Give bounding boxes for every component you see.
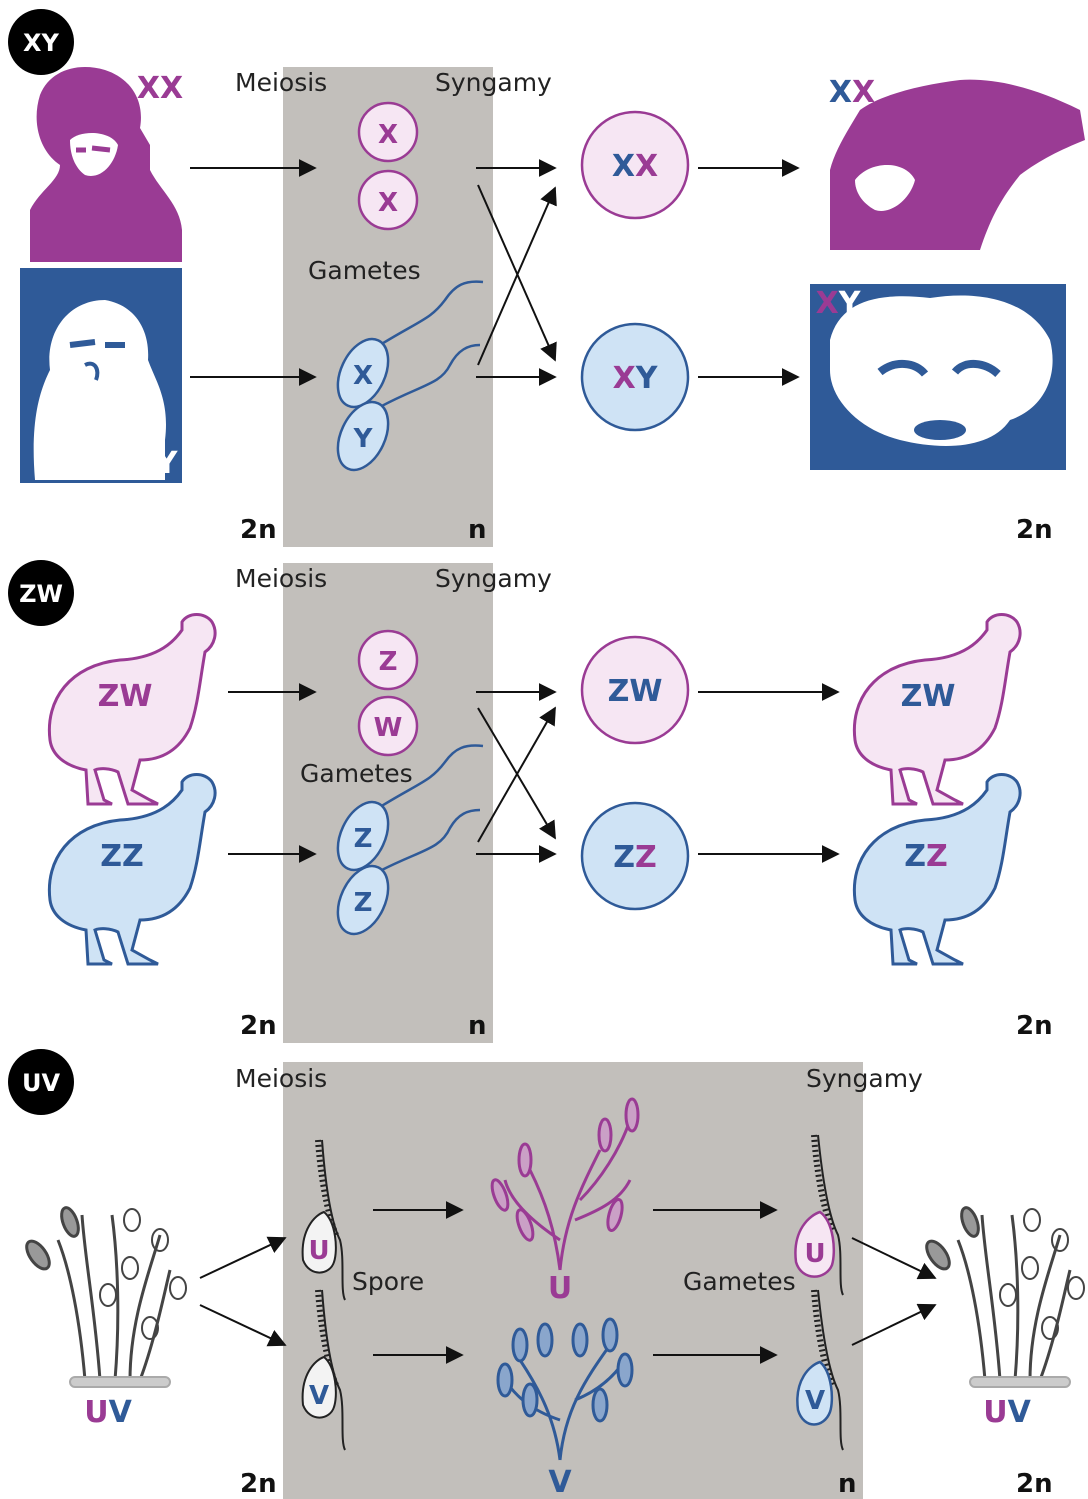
offspring-sporophyte-icon [922, 1206, 1084, 1387]
offspring-male-genotype: ZZ [904, 839, 948, 874]
gamete-1-label: U [804, 1239, 825, 1269]
arrow [200, 1238, 285, 1278]
xy-badge-label: XY [23, 29, 60, 57]
zygote-male-genotype: XY [613, 361, 659, 396]
egg-2-label: X [378, 188, 398, 218]
gametes-label: Gametes [308, 256, 421, 285]
zygote-female-genotype: ZW [608, 674, 663, 709]
spore-1-label: U [308, 1236, 329, 1266]
parent-male-genotype: ZZ [100, 839, 144, 874]
arrow [852, 1305, 935, 1345]
ploidy-label: n [468, 1011, 487, 1041]
ploidy-label: 2n [240, 1469, 277, 1499]
syngamy-label: Syngamy [435, 564, 552, 593]
sperm-2-label: Y [353, 424, 374, 454]
male-gametophyte-label: V [548, 1465, 572, 1499]
parent-female-genotype: ZW [98, 679, 153, 714]
parent-genotype: UV [84, 1395, 132, 1430]
female-gametophyte-label: U [548, 1271, 572, 1306]
offspring-female-genotype: XX [829, 75, 875, 110]
zygote-male-genotype: ZZ [613, 840, 657, 875]
zw-badge-label: ZW [19, 580, 63, 608]
arrow [200, 1305, 285, 1345]
sperm-1-label: X [353, 361, 373, 391]
zygote-female-genotype: XX [612, 149, 658, 184]
spore-label: Spore [352, 1267, 424, 1296]
gametes-label: Gametes [300, 759, 413, 788]
sporophyte-icon [22, 1206, 186, 1387]
uv-section: UV Meiosis Syngamy Spore Gametes UV [8, 1049, 1084, 1499]
spore-2-label: V [309, 1381, 329, 1411]
meiosis-label: Meiosis [235, 68, 327, 97]
ploidy-label: n [468, 515, 487, 545]
syngamy-label: Syngamy [435, 68, 552, 97]
egg-1-label: X [378, 120, 398, 150]
parent-male-genotype: XY [133, 446, 179, 481]
gametes-label: Gametes [683, 1267, 796, 1296]
egg-1-label: Z [379, 647, 398, 677]
offspring-genotype: UV [983, 1395, 1031, 1430]
sperm-1-label: Z [354, 824, 373, 854]
syngamy-label: Syngamy [806, 1064, 923, 1093]
sperm-2-label: Z [354, 888, 373, 918]
meiosis-label: Meiosis [235, 564, 327, 593]
offspring-male-genotype: XY [816, 286, 862, 321]
egg-2-label: W [374, 713, 403, 743]
xy-section: XY Meiosis Syngamy Gametes XX XY X X X [8, 9, 1085, 547]
ploidy-label: 2n [240, 1011, 277, 1041]
ploidy-label: 2n [1016, 1011, 1053, 1041]
parent-female-genotype: XX [137, 71, 183, 106]
zw-section: ZW Meiosis Syngamy Gametes ZW ZZ Z W Z Z [8, 560, 1053, 1043]
offspring-female-genotype: ZW [901, 679, 956, 714]
ploidy-label: n [838, 1469, 857, 1499]
arrow [852, 1238, 935, 1278]
gamete-2-label: V [805, 1386, 825, 1416]
ploidy-label: 2n [240, 515, 277, 545]
meiosis-label: Meiosis [235, 1064, 327, 1093]
ploidy-label: 2n [1016, 1469, 1053, 1499]
ploidy-label: 2n [1016, 515, 1053, 545]
uv-badge-label: UV [22, 1069, 60, 1097]
